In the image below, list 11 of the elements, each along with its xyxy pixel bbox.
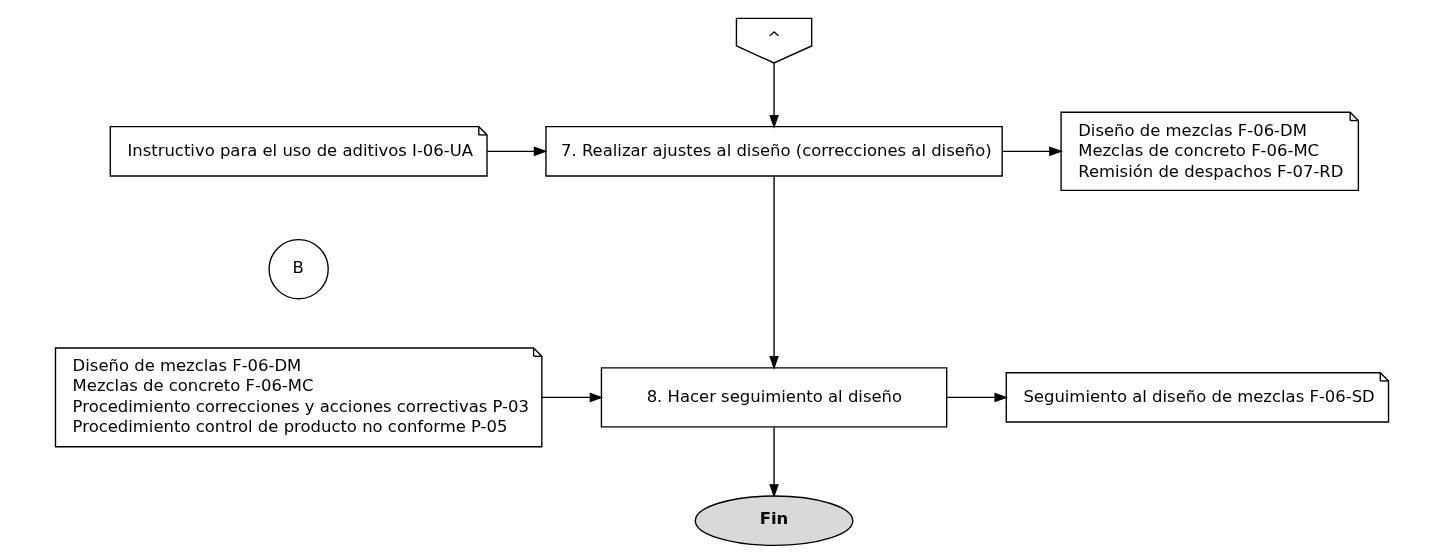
node-box: 7. Realizar ajustes al diseño (correcciones al diseño) (544, 126, 1003, 177)
arrow (945, 392, 1008, 403)
arrow (485, 146, 547, 157)
arrow (1001, 146, 1063, 157)
node-box: 8. Hacer seguimiento al diseño (600, 367, 947, 428)
arrow (540, 392, 603, 403)
node-circle: B (267, 238, 329, 300)
arrow (768, 62, 779, 129)
arrow (768, 426, 779, 498)
node-ellipse: Fin (694, 495, 854, 547)
arrow (768, 175, 779, 370)
